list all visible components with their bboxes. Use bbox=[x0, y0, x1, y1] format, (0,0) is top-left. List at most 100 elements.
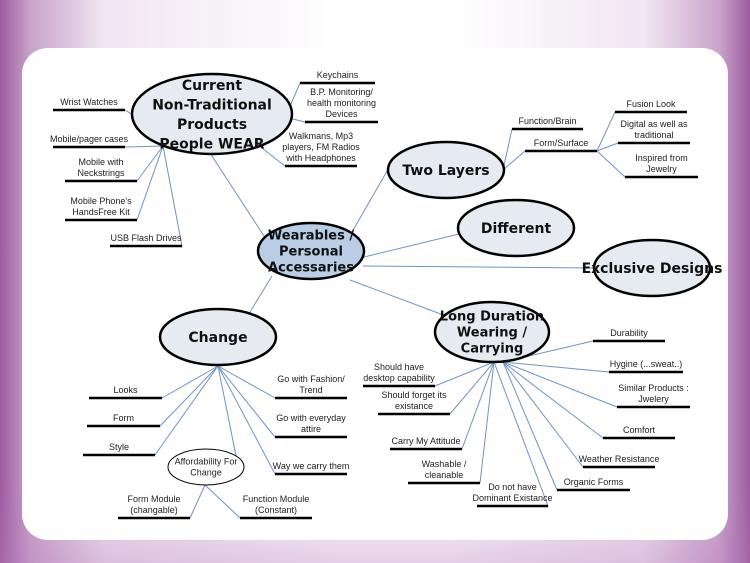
leaf-connector bbox=[189, 484, 206, 519]
long_duration-leaf-label-line: Similar Products : bbox=[618, 383, 689, 393]
long_duration-leaf-label: Carry My Attitude bbox=[391, 436, 460, 446]
leaf-connector bbox=[502, 361, 558, 491]
two_layers-node bbox=[386, 140, 506, 200]
different-connector bbox=[359, 233, 460, 259]
two_layers-leaf-label-line: Function/Brain bbox=[518, 116, 576, 126]
leaf-connector bbox=[136, 145, 164, 182]
change-node-label: Change bbox=[188, 330, 247, 346]
leaf-connector bbox=[204, 484, 241, 519]
change-leaf-label: Go with Fashion/Trend bbox=[277, 374, 345, 395]
long_duration-node bbox=[433, 300, 551, 364]
affordability-leaf-label-line: Function Module bbox=[243, 494, 310, 504]
change-leaf-label-line: attire bbox=[301, 424, 321, 434]
affordability-node bbox=[167, 448, 245, 486]
leaf-connector bbox=[161, 365, 219, 399]
leaf-connector bbox=[124, 145, 164, 148]
long_duration-leaf-label-line: Organic Forms bbox=[564, 477, 624, 487]
current-leaf-label: Keychains bbox=[317, 70, 359, 80]
long_duration-leaf-label: Weather Resistance bbox=[579, 454, 660, 464]
two_layers-connector bbox=[351, 165, 391, 233]
current-leaf-label-line: with Headphones bbox=[285, 153, 356, 163]
central-node bbox=[256, 221, 366, 281]
leaf-connector bbox=[159, 365, 219, 427]
change-leaf-label-line: Looks bbox=[113, 385, 138, 395]
different-node-label-line: Different bbox=[481, 221, 552, 237]
leaf-connector bbox=[502, 361, 618, 408]
current-leaf-label-line: USB Flash Drives bbox=[110, 233, 182, 243]
leaf-connector bbox=[162, 145, 183, 247]
long_duration-leaf-label-line: Jwelery bbox=[638, 394, 669, 404]
leaf-connector bbox=[502, 150, 526, 171]
current-node-label-line: People WEAR bbox=[159, 136, 264, 152]
long_duration-leaf-label-line: Weather Resistance bbox=[579, 454, 660, 464]
long_duration-leaf-label-line: Should have bbox=[374, 362, 424, 372]
long_duration-leaf-label-line: desktop capability bbox=[363, 373, 435, 383]
leaf-connector bbox=[502, 361, 604, 439]
current-node bbox=[130, 72, 294, 156]
long_duration-leaf-label-line: Should forget its bbox=[381, 390, 447, 400]
change-leaf-label: Form bbox=[113, 413, 134, 423]
long_duration-leaf-label-line: Dominant Existance bbox=[472, 493, 552, 503]
two_layers-leaf-label: Fusion Look bbox=[626, 99, 676, 109]
leaf-connector bbox=[154, 365, 219, 456]
different-node bbox=[456, 198, 576, 258]
leaf-connector bbox=[136, 145, 164, 221]
current-leaf-label-line: HandsFree Kit bbox=[72, 207, 130, 217]
different-node-label: Different bbox=[481, 221, 552, 237]
current-leaf-label-line: Mobile with bbox=[78, 157, 123, 167]
two_layers-leaf-label-line: Inspired from bbox=[635, 153, 688, 163]
leaf-connector bbox=[257, 144, 286, 167]
long_duration-connector bbox=[349, 279, 447, 317]
long_duration-leaf-label-line: cleanable bbox=[425, 470, 464, 480]
long_duration-leaf-label-line: Do not have bbox=[488, 482, 537, 492]
leaf-connector bbox=[479, 361, 495, 484]
long_duration-leaf-label: Hygine (...sweat..) bbox=[610, 359, 683, 369]
long_duration-leaf-label: Washable /cleanable bbox=[422, 459, 467, 480]
current-node-label-line: Current bbox=[182, 78, 243, 94]
affordability-node-label-line: Change bbox=[190, 468, 222, 478]
long_duration-node-label-line: Long Duration bbox=[440, 310, 544, 325]
leaf-connector bbox=[217, 365, 276, 475]
current-leaf-label-line: Keychains bbox=[317, 70, 359, 80]
change-leaf-label: Way we carry them bbox=[273, 461, 350, 471]
two_layers-leaf-label-line: traditional bbox=[634, 130, 673, 140]
change-leaf-label-line: Go with Fashion/ bbox=[277, 374, 345, 384]
affordability-leaf-label-line: (Constant) bbox=[255, 505, 297, 515]
two_layers-leaf-label-line: Digital as well as bbox=[620, 119, 688, 129]
change-leaf-label: Style bbox=[109, 442, 129, 452]
current-leaf-label-line: Neckstrings bbox=[77, 168, 125, 178]
long_duration-leaf-label-line: Carry My Attitude bbox=[391, 436, 460, 446]
leaf-connector bbox=[217, 365, 276, 438]
two_layers-leaf-label: Function/Brain bbox=[518, 116, 576, 126]
current-leaf-label-line: health monitoring bbox=[307, 98, 376, 108]
leaf-connector bbox=[493, 361, 549, 507]
exclusive-node bbox=[592, 238, 712, 298]
current-leaf-label-line: B.P. Monitoring/ bbox=[310, 87, 373, 97]
affordability-leaf-label-line: Form Module bbox=[127, 494, 180, 504]
leaf-connector bbox=[502, 128, 513, 171]
long_duration-leaf-label: Comfort bbox=[623, 425, 656, 435]
long_duration-leaf-label-line: Durability bbox=[610, 328, 648, 338]
current-leaf-label-line: Mobile/pager cases bbox=[50, 134, 129, 144]
current-leaf-label-line: Devices bbox=[325, 109, 358, 119]
central-node-label-line: Accessaries bbox=[268, 261, 354, 276]
long_duration-leaf-label-line: Hygine (...sweat..) bbox=[610, 359, 683, 369]
change-leaf-label-line: Go with everyday bbox=[276, 413, 346, 423]
leaf-connector bbox=[449, 361, 495, 415]
change-leaf-label-line: Style bbox=[109, 442, 129, 452]
long_duration-leaf-label-line: Washable / bbox=[422, 459, 467, 469]
affordability-leaf-label-line: (changable) bbox=[130, 505, 178, 515]
leaf-connector bbox=[217, 365, 276, 399]
two_layers-node-label-line: Two Layers bbox=[402, 163, 489, 179]
exclusive-node-label-line: Exclusive Designs bbox=[582, 261, 723, 277]
change-leaf-label: Looks bbox=[113, 385, 138, 395]
